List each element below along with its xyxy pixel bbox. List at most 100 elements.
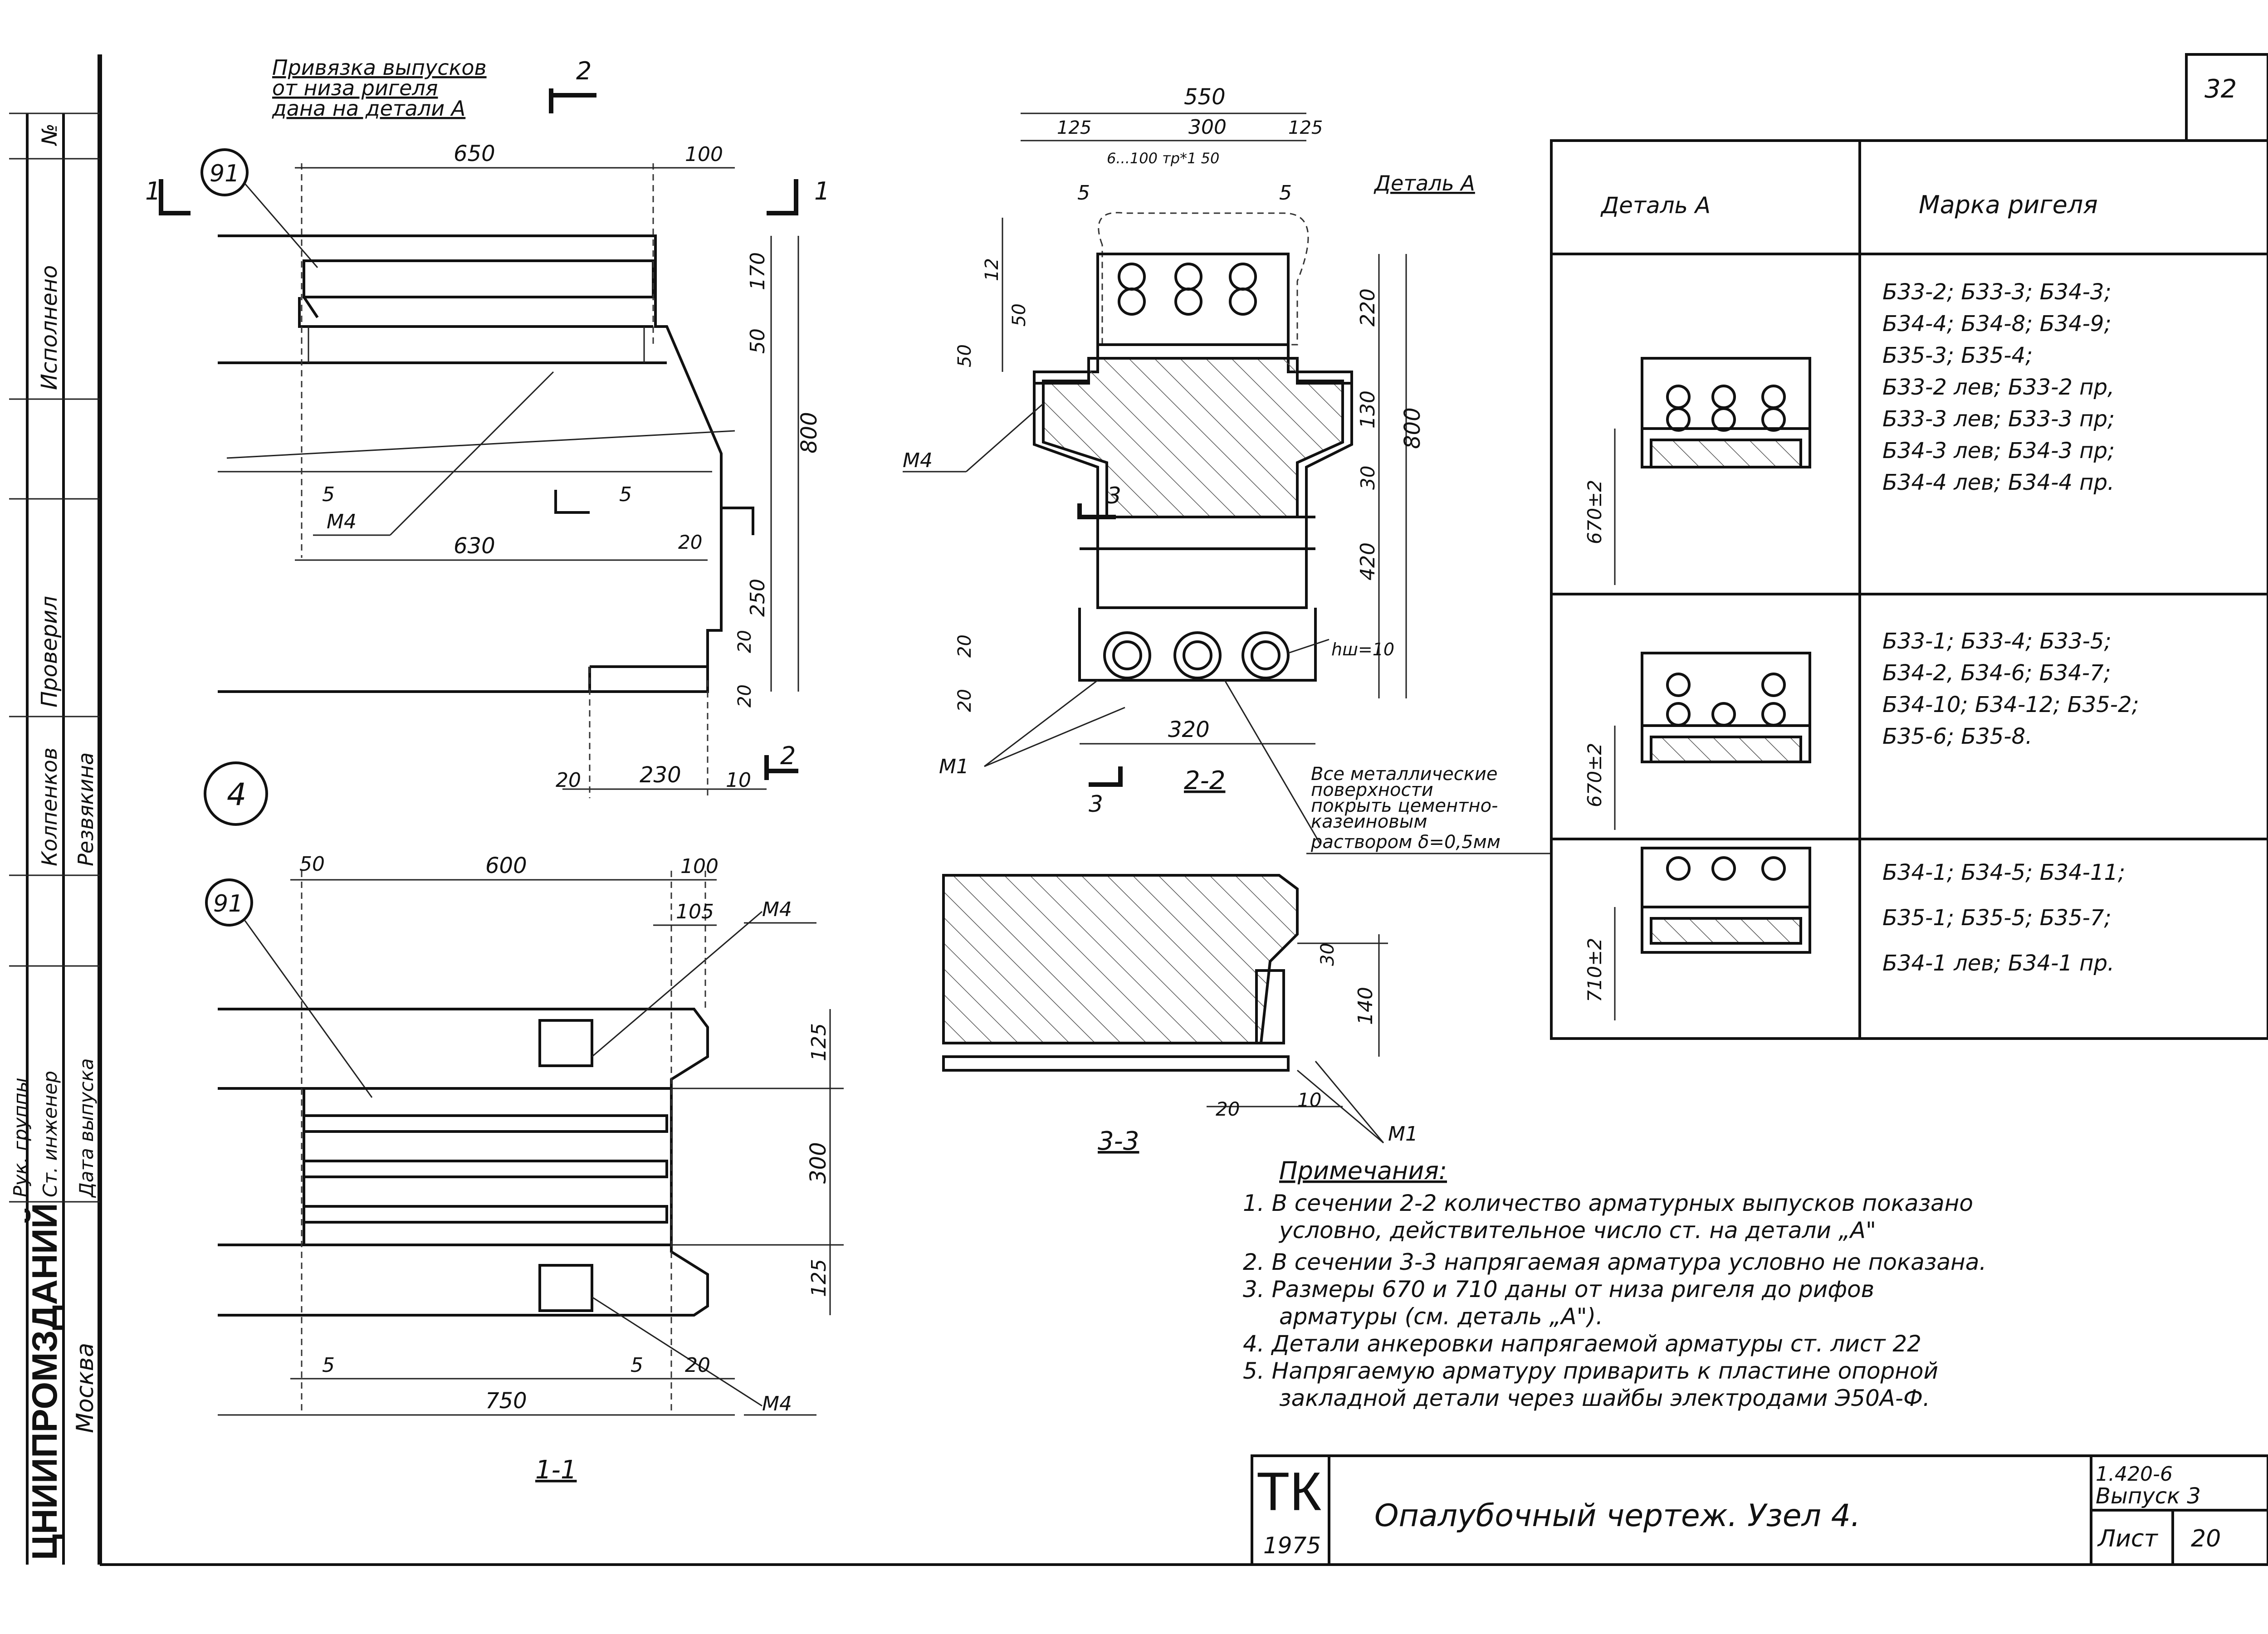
stamp-name-2: Резвякина	[73, 752, 98, 866]
note-anchoring-3: дана на детали А	[272, 96, 465, 121]
sec33-dim-140: 140	[1354, 987, 1377, 1025]
sec22-dim-420: 420	[1356, 542, 1379, 580]
title-block: ТК 1975 Опалубочный чертеж. Узел 4. 1.42…	[1251, 1454, 2268, 1566]
note-line-7: 5. Напрягаемую арматуру приварить к плас…	[1243, 1358, 1938, 1384]
cut-1-marker-right	[767, 179, 798, 215]
title-year: 1975	[1263, 1532, 1321, 1559]
note-line-8: закладной детали через шайбы электродами…	[1279, 1385, 1930, 1411]
dim-650: 650	[454, 141, 495, 166]
plan-dim-125-top: 125	[807, 1023, 831, 1061]
note-anchoring-1: Привязка выпусков	[272, 55, 487, 80]
notes-block: Примечания: 1. В сечении 2-2 количество …	[1243, 1156, 1986, 1411]
dim-800-left: 800	[797, 412, 822, 454]
stamp-column-executed: Исполнено	[37, 265, 62, 390]
cut-2-marker-bottom	[764, 755, 798, 780]
table-row1-line6: Б34-3 лев; Б34-3 пр;	[1882, 438, 2115, 463]
note-line-6: 4. Детали анкеровки напрягаемой арматуры…	[1243, 1331, 1921, 1357]
note-anchoring-2: от низа ригеля	[272, 76, 438, 100]
sec22-caption: 2-2	[1184, 766, 1225, 795]
note-line-5: арматуры (см. деталь „А").	[1279, 1303, 1603, 1330]
stamp-role-1: Рук. группы	[10, 1078, 32, 1197]
table-row2-line2: Б34-2, Б34-6; Б34-7;	[1882, 660, 2111, 686]
title-sheet-label: Лист	[2097, 1525, 2158, 1552]
sec33-dim-20: 20	[1216, 1098, 1240, 1120]
coating-note-1: Все металлические	[1311, 764, 1497, 785]
coating-note-4: казеиновым	[1311, 811, 1427, 832]
dim-20-right-a: 20	[734, 630, 755, 653]
plan-caption: 1-1	[535, 1455, 577, 1485]
rebar-outlets-top	[1118, 263, 1257, 316]
cut-3-marker-bottom	[1089, 766, 1123, 787]
table-row2-line4: Б35-6; Б35-8.	[1882, 724, 2032, 749]
sec33-dim-30: 30	[1317, 943, 1338, 966]
side-stamp: № Исполнено Проверил Колпенков Резвякина…	[9, 112, 100, 1565]
dim-230: 230	[640, 762, 681, 788]
dim-20-mid: 20	[678, 531, 702, 553]
cut-2-marker-top	[549, 88, 596, 113]
sec22-dim-12: 12	[982, 258, 1002, 281]
sec22-dim-800: 800	[1400, 407, 1425, 449]
coating-note-2: поверхности	[1311, 780, 1433, 800]
plan-dim-105: 105	[676, 900, 714, 923]
cut-2-label-bottom: 2	[780, 741, 796, 770]
detail-a-sketch-3: 710±2	[1584, 847, 1811, 1020]
rebar-mark-table: Деталь А Марка ригеля 670±2 Б33-2; Б33-3…	[1550, 139, 2268, 1040]
embedded-plate-bottom	[538, 1264, 593, 1312]
title-tk: ТК	[1256, 1461, 1321, 1522]
plan-mark-m4-top: М4	[762, 898, 792, 921]
cut-5-marker	[554, 490, 590, 514]
section-3-3: 30 140 20 10 М1 3-3	[942, 874, 1418, 1156]
sec22-dim-550: 550	[1184, 84, 1226, 110]
stamp-city: Москва	[72, 1343, 99, 1433]
title-issue: Выпуск 3	[2096, 1483, 2201, 1509]
sec22-dim-50-a: 50	[1009, 303, 1030, 327]
embedded-plate-top	[538, 1019, 593, 1067]
stamp-role-3: Дата выпуска	[75, 1058, 98, 1198]
cut-3-marker-top	[1077, 503, 1116, 519]
stamp-column-checked: Проверил	[37, 596, 62, 707]
sec33-dim-10: 10	[1297, 1089, 1321, 1111]
cut-2-label-top: 2	[576, 57, 591, 85]
stamp-role-2: Ст. инженер	[39, 1071, 61, 1197]
title-text: Опалубочный чертеж. Узел 4.	[1374, 1498, 1861, 1534]
plan-mark-m4-bottom: М4	[762, 1392, 792, 1415]
dim-50: 50	[746, 328, 769, 354]
sec22-dim-20-a: 20	[954, 634, 975, 658]
note-line-2: условно, действительное число ст. на дет…	[1278, 1217, 1876, 1244]
sec22-dim-130: 130	[1356, 390, 1379, 429]
cut-1-label-left: 1	[145, 177, 161, 205]
cut-1-label-right: 1	[814, 177, 830, 205]
table-row1-line4: Б33-2 лев; Б33-2 пр,	[1882, 375, 2114, 400]
detail-a-dim-3: 710±2	[1584, 938, 1606, 1002]
plan-dim-750: 750	[485, 1388, 527, 1414]
sec22-weld-hw: hш=10	[1331, 639, 1394, 659]
table-row2-line3: Б34-10; Б34-12; Б35-2;	[1882, 692, 2139, 717]
cut-3-label-bottom: 3	[1089, 791, 1103, 817]
notes-title: Примечания:	[1279, 1156, 1447, 1185]
dim-5-b: 5	[619, 483, 632, 506]
title-sheet-number: 20	[2191, 1525, 2221, 1552]
detail-a-dim-2: 670±2	[1584, 743, 1606, 807]
plan-node-ref-circle	[205, 878, 253, 927]
note-line-3: 2. В сечении 3-3 напрягаемая арматура ус…	[1243, 1249, 1986, 1275]
node-ref-label: 91	[210, 160, 240, 187]
sec33-mark-m1: М1	[1388, 1122, 1418, 1146]
view-1-1-plan: 91 50 600 100 105 М4 125 300 125 5 5	[205, 853, 844, 1485]
plan-dim-5-b: 5	[631, 1354, 643, 1377]
plan-dim-125-bottom: 125	[807, 1259, 831, 1297]
plan-node-ref-label: 91	[213, 890, 243, 917]
coating-note-5: раствором δ=0,5мм	[1310, 832, 1501, 853]
dim-170: 170	[746, 252, 769, 290]
coating-note-3: покрыть цементно-	[1311, 795, 1498, 816]
detail-a-dim-1: 670±2	[1584, 480, 1606, 544]
dim-10: 10	[726, 769, 751, 792]
dim-5-a: 5	[322, 483, 335, 506]
note-line-1: 1. В сечении 2-2 количество арматурных в…	[1243, 1190, 1973, 1216]
note-line-4: 3. Размеры 670 и 710 даны от низа ригеля…	[1243, 1276, 1874, 1302]
sec22-dim-300: 300	[1188, 116, 1227, 139]
cut-1-marker-left	[159, 179, 191, 215]
sec22-dim-125-left: 125	[1057, 117, 1091, 138]
prestressed-tendons	[1103, 631, 1290, 679]
table-row1-line2: Б34-4; Б34-8; Б34-9;	[1882, 311, 2112, 337]
